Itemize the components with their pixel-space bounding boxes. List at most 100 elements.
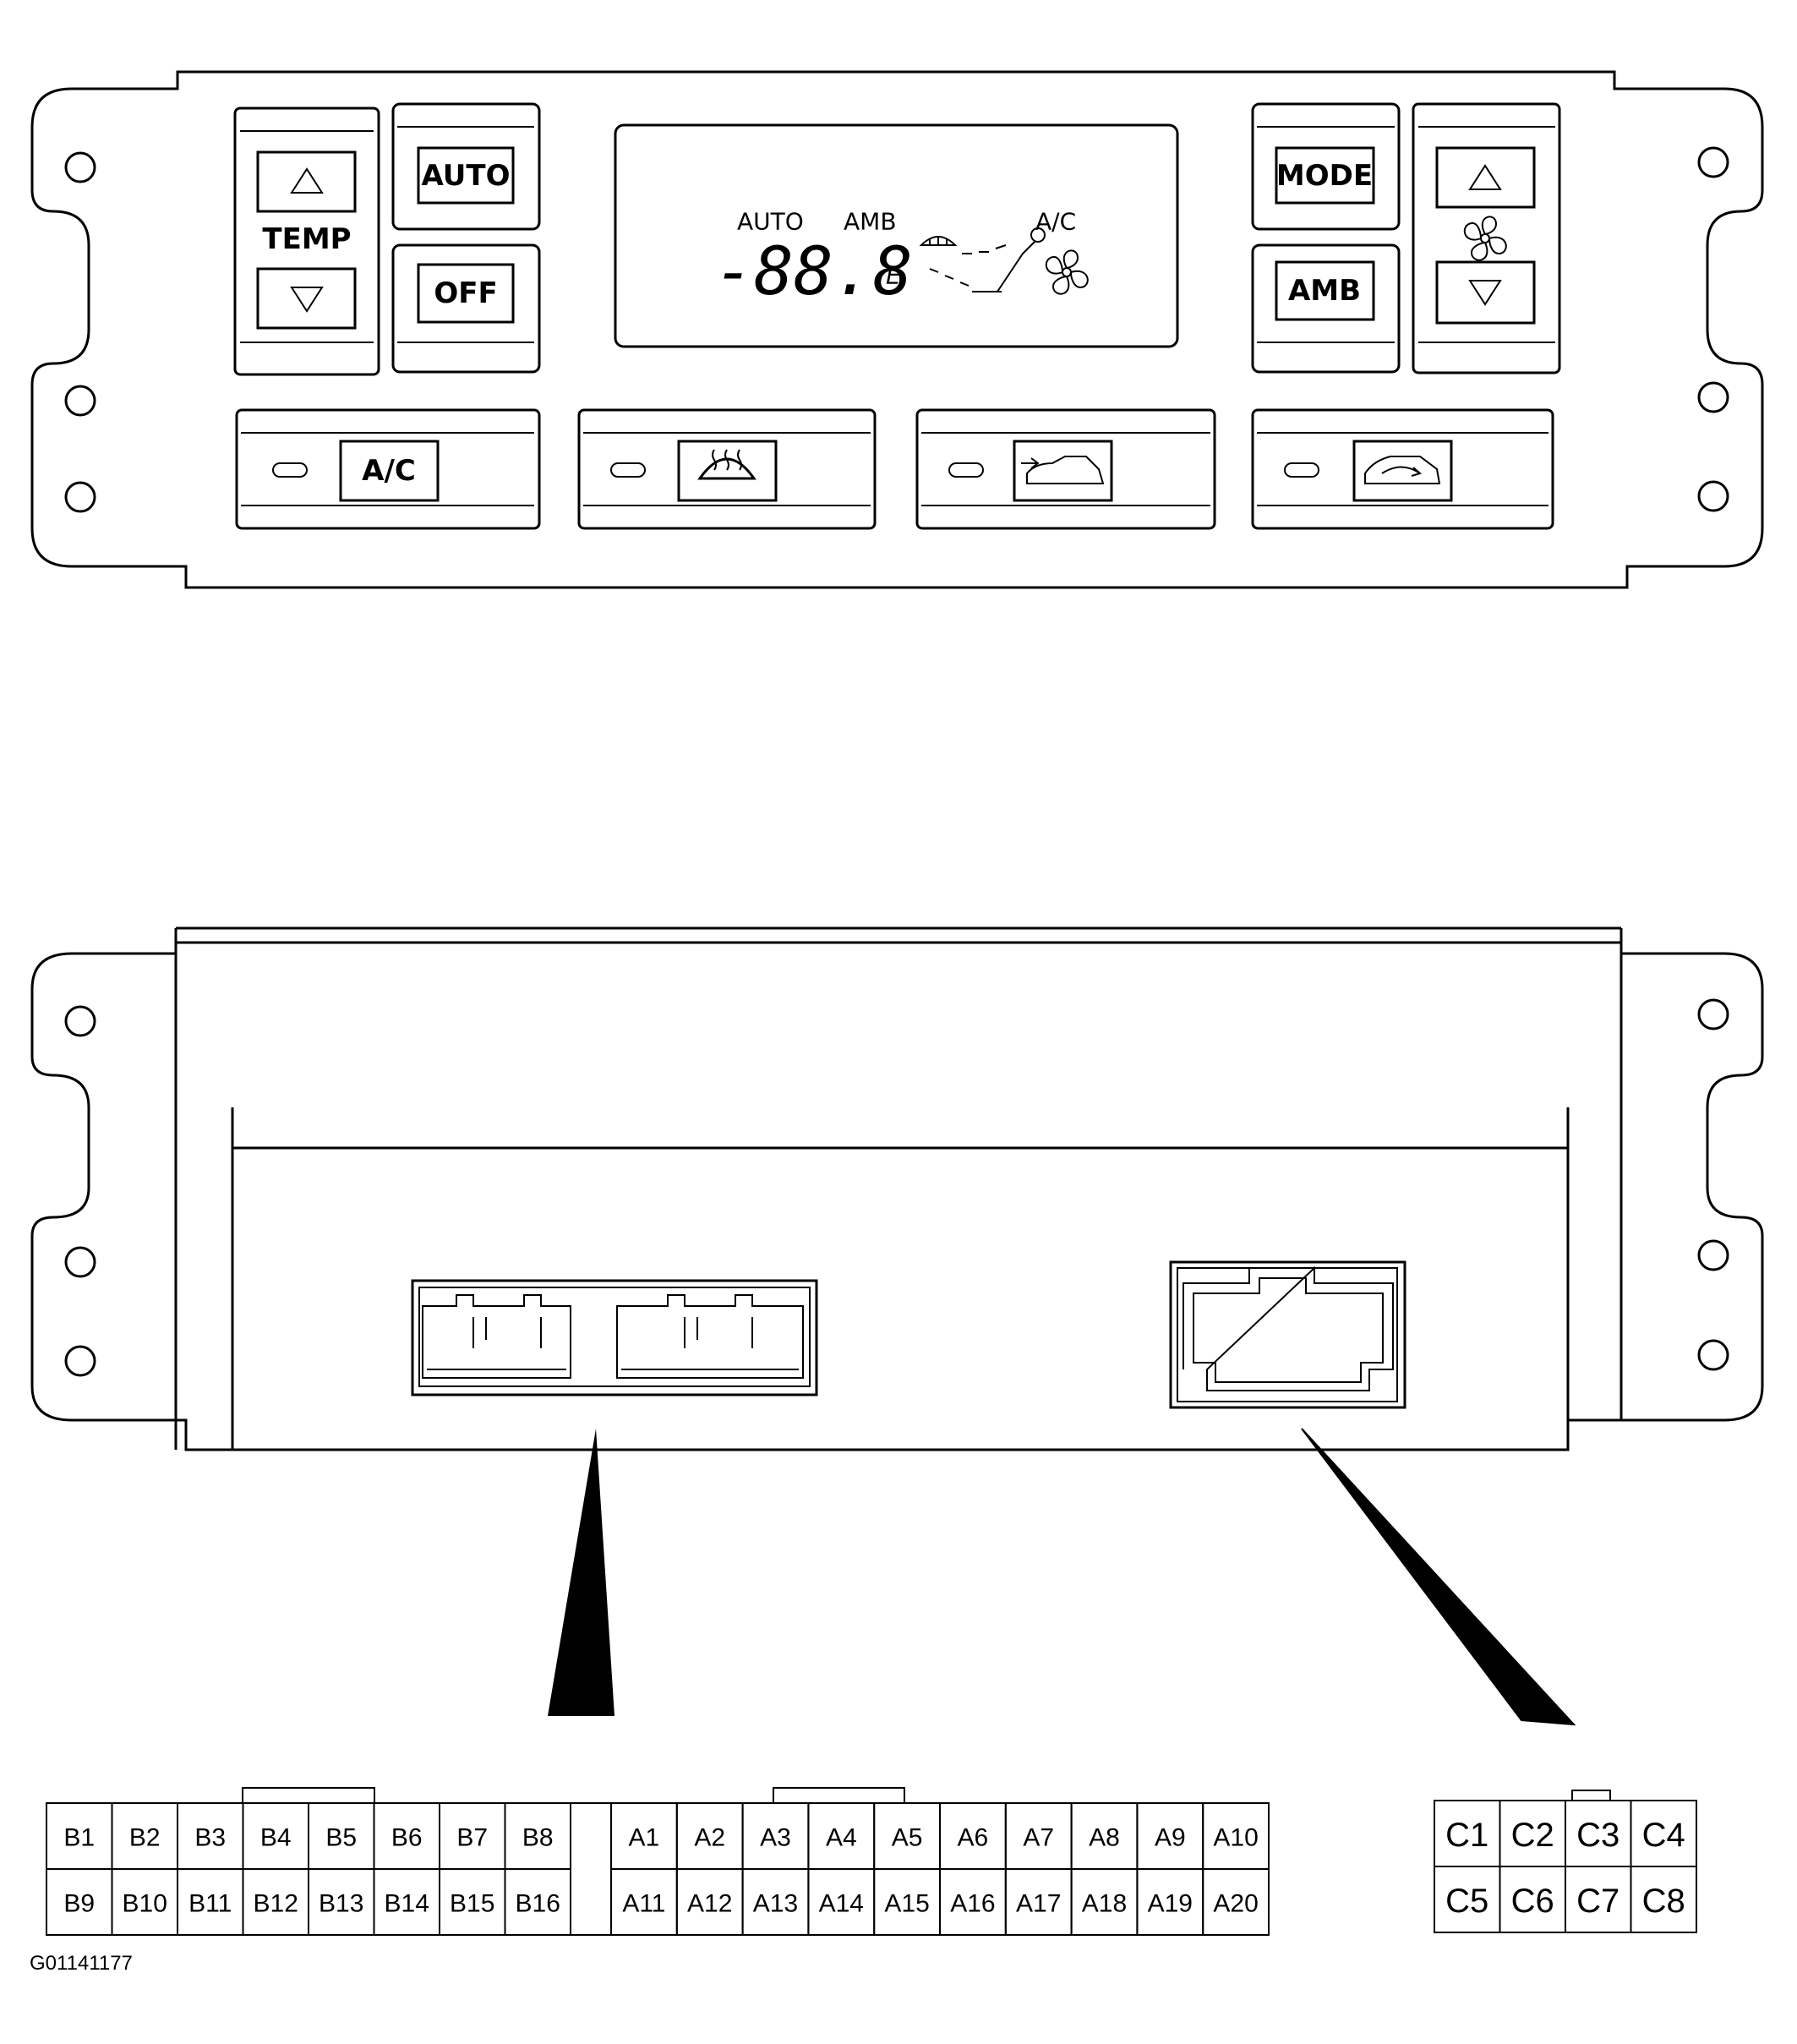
pin-label: B12 bbox=[254, 1890, 298, 1918]
temp-rocker[interactable]: TEMP bbox=[233, 107, 380, 376]
pin-label: B9 bbox=[63, 1890, 95, 1918]
ab-connector-socket bbox=[411, 1279, 818, 1396]
pin-label: C1 bbox=[1445, 1817, 1488, 1854]
pin-label: B4 bbox=[260, 1824, 292, 1852]
lcd-defrost-icon bbox=[919, 236, 958, 246]
pin-label: A12 bbox=[687, 1890, 732, 1918]
recirculation-car-icon bbox=[1364, 456, 1441, 484]
mount-hole bbox=[64, 385, 96, 417]
fan-down-button[interactable] bbox=[1435, 260, 1536, 325]
pin-label: A19 bbox=[1148, 1890, 1193, 1918]
fresh-air-button[interactable] bbox=[915, 408, 1216, 530]
pin-label: B6 bbox=[391, 1824, 423, 1852]
pin-label: A14 bbox=[819, 1890, 864, 1918]
ac-button[interactable]: A/C bbox=[235, 408, 541, 530]
c-connector-pointer bbox=[1301, 1428, 1576, 1726]
pin-label: C4 bbox=[1642, 1817, 1685, 1854]
pin-label: A1 bbox=[629, 1824, 660, 1852]
lcd-unit: E bbox=[886, 262, 901, 290]
pin-label: A5 bbox=[892, 1824, 923, 1852]
mount-hole bbox=[64, 1005, 96, 1037]
up-arrow-icon bbox=[290, 167, 324, 194]
pin-label: C3 bbox=[1576, 1817, 1619, 1854]
connector-gap bbox=[570, 1802, 612, 1936]
pin-label: A16 bbox=[950, 1890, 995, 1918]
mount-hole bbox=[64, 151, 96, 183]
off-button-label: OFF bbox=[434, 276, 497, 310]
pin-label: B2 bbox=[129, 1824, 161, 1852]
lcd-temperature-digits: -88.8 bbox=[714, 234, 913, 310]
pin-label: A2 bbox=[694, 1824, 725, 1852]
mount-hole bbox=[1697, 998, 1729, 1030]
pin-cell bbox=[1202, 1868, 1270, 1936]
pin-label: A9 bbox=[1155, 1824, 1186, 1852]
pin-label: A8 bbox=[1089, 1824, 1120, 1852]
recirculation-button[interactable] bbox=[1251, 408, 1554, 530]
pin-label: A10 bbox=[1213, 1824, 1258, 1852]
mode-button[interactable]: MODE bbox=[1251, 102, 1401, 231]
up-arrow-icon bbox=[1468, 164, 1502, 190]
pin-label: B3 bbox=[194, 1824, 226, 1852]
pin-label: C2 bbox=[1511, 1817, 1554, 1854]
ab-connector-pointer bbox=[548, 1429, 614, 1716]
defrost-button[interactable] bbox=[577, 408, 877, 530]
pin-label: A18 bbox=[1082, 1890, 1127, 1918]
mount-hole bbox=[1697, 1339, 1729, 1371]
ac-button-label: A/C bbox=[362, 454, 416, 488]
rear-housing-outline bbox=[30, 941, 1764, 1451]
pin-label: B10 bbox=[123, 1890, 167, 1918]
pin-label: A6 bbox=[958, 1824, 989, 1852]
pin-label: A13 bbox=[753, 1890, 798, 1918]
rear-view bbox=[30, 926, 1764, 1451]
pin-label: A20 bbox=[1213, 1890, 1258, 1918]
lcd-seat-airflow-icon bbox=[929, 227, 1046, 292]
defrost-indicator-led bbox=[610, 462, 646, 478]
pin-label: A11 bbox=[622, 1890, 665, 1918]
pin-label: B1 bbox=[63, 1824, 95, 1852]
pin-label: A3 bbox=[760, 1824, 791, 1852]
pin-label: C8 bbox=[1642, 1883, 1685, 1920]
fan-up-button[interactable] bbox=[1435, 146, 1536, 209]
pin-cell bbox=[1630, 1866, 1697, 1933]
pin-label: A4 bbox=[826, 1824, 857, 1852]
pin-label: C7 bbox=[1576, 1883, 1619, 1920]
pin-label: B11 bbox=[188, 1890, 232, 1918]
pin-label: C5 bbox=[1445, 1883, 1488, 1920]
lcd-fan-icon bbox=[1045, 249, 1089, 295]
pin-label: B16 bbox=[516, 1890, 560, 1918]
pin-label: B7 bbox=[456, 1824, 488, 1852]
down-arrow-icon bbox=[290, 287, 324, 313]
mount-hole bbox=[1697, 480, 1729, 512]
fan-speed-rocker[interactable] bbox=[1412, 102, 1561, 374]
lcd-ac-indicator: A/C bbox=[1035, 208, 1076, 236]
temp-up-button[interactable] bbox=[256, 150, 357, 213]
mount-hole bbox=[64, 481, 96, 513]
pin-label: C6 bbox=[1511, 1883, 1554, 1920]
mount-hole bbox=[1697, 381, 1729, 413]
pin-label: A7 bbox=[1023, 1824, 1054, 1852]
amb-button[interactable]: AMB bbox=[1251, 243, 1401, 374]
recirculation-indicator-led bbox=[1284, 462, 1319, 478]
mount-hole bbox=[1697, 1239, 1729, 1271]
pin-label: A17 bbox=[1016, 1890, 1061, 1918]
off-button[interactable]: OFF bbox=[391, 243, 541, 374]
auto-button[interactable]: AUTO bbox=[391, 102, 541, 231]
b-connector-latch bbox=[242, 1787, 375, 1803]
lcd-auto-indicator: AUTO bbox=[737, 208, 804, 236]
defrost-icon bbox=[697, 449, 756, 480]
pin-label: B15 bbox=[450, 1890, 494, 1918]
front-panel-outline bbox=[30, 70, 1764, 589]
fan-icon bbox=[1463, 216, 1507, 261]
mount-hole bbox=[1697, 146, 1729, 178]
a-connector-latch bbox=[773, 1787, 905, 1803]
pin-label: B13 bbox=[319, 1890, 363, 1918]
fresh-air-indicator-led bbox=[948, 462, 984, 478]
fresh-air-car-icon bbox=[1021, 456, 1105, 484]
temp-down-button[interactable] bbox=[256, 267, 357, 330]
c-connector-socket bbox=[1169, 1260, 1406, 1409]
c-connector-latch bbox=[1571, 1790, 1611, 1801]
